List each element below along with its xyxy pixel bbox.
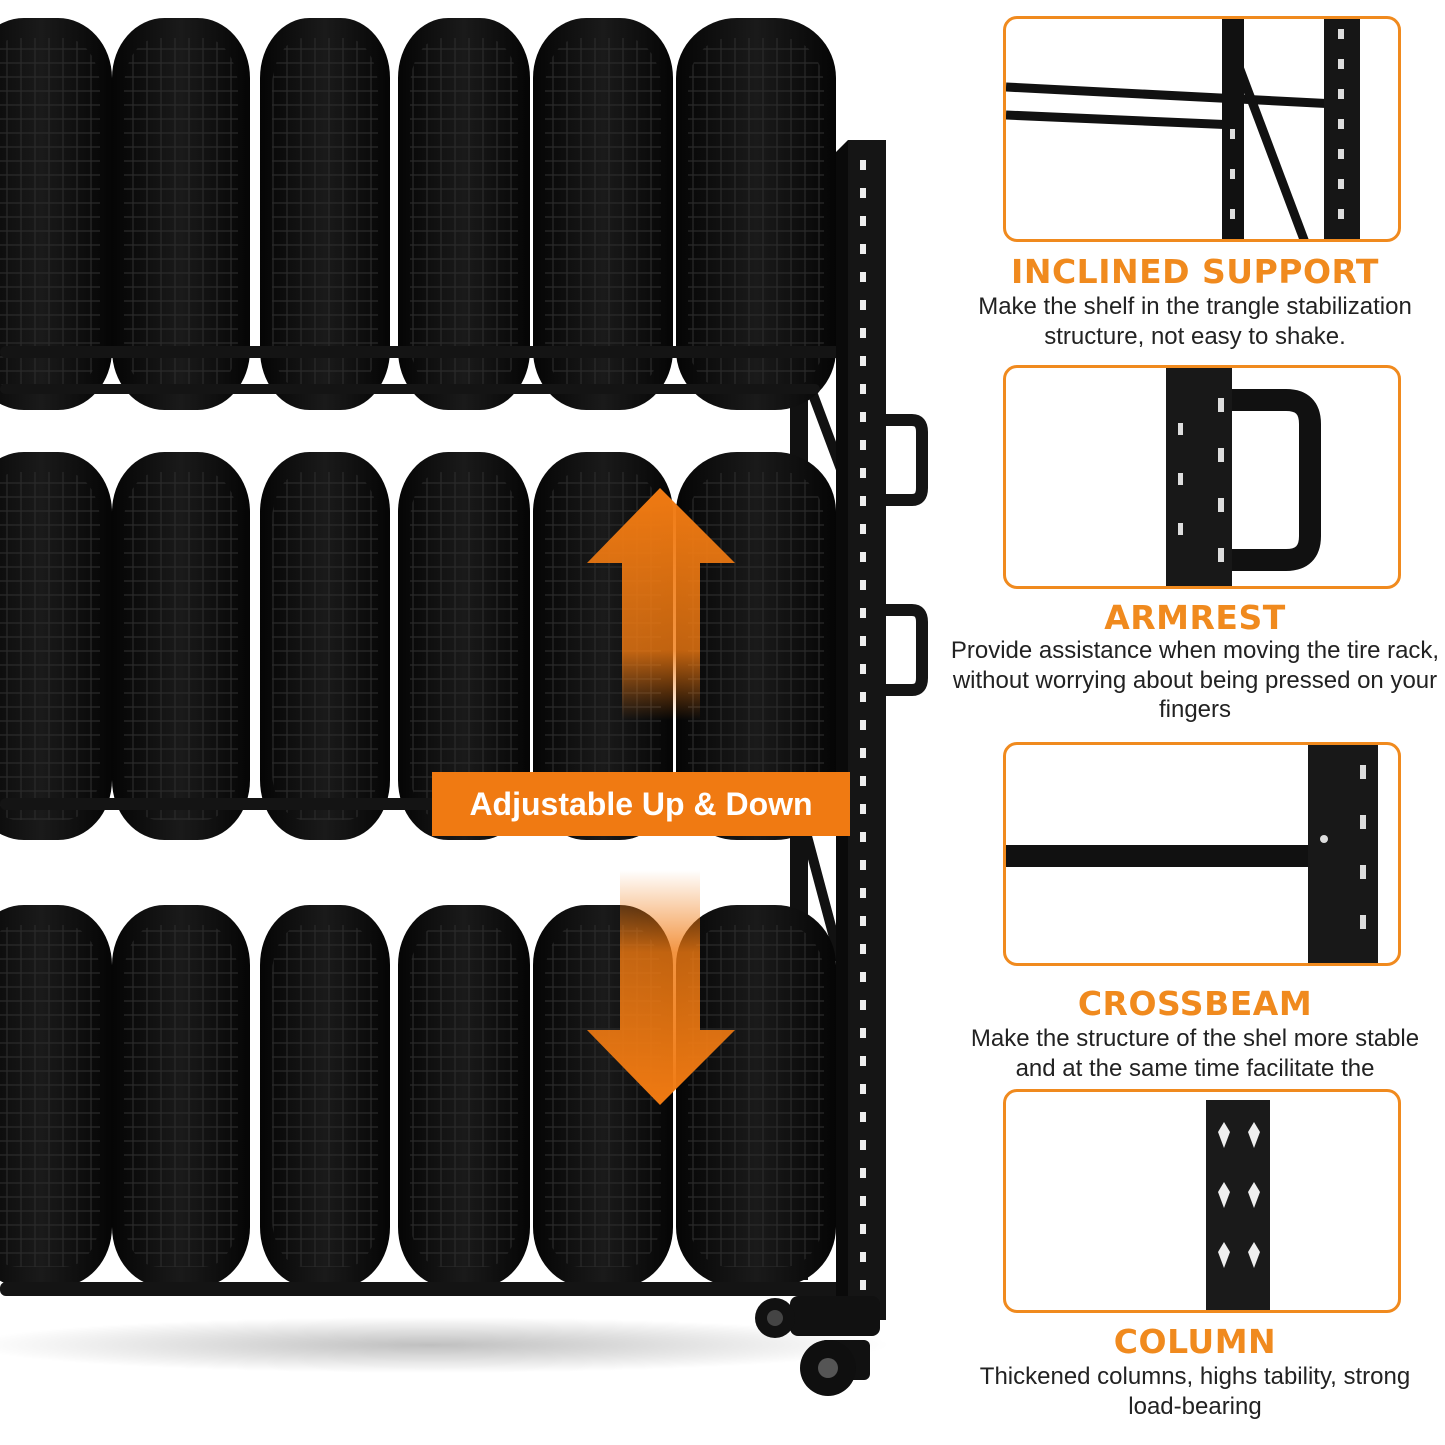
column-hole xyxy=(860,692,866,702)
tire-tread xyxy=(124,472,238,820)
column-image xyxy=(1003,1089,1401,1313)
column-hole xyxy=(860,160,866,170)
column-hole xyxy=(860,580,866,590)
column-hole xyxy=(860,776,866,786)
inclined-support-image xyxy=(1003,16,1401,242)
adjustable-badge-label: Adjustable Up & Down xyxy=(469,785,813,822)
column-hole xyxy=(860,216,866,226)
column-hole xyxy=(860,440,866,450)
column-hole xyxy=(860,664,866,674)
column-hole xyxy=(860,188,866,198)
tire-tread xyxy=(688,38,824,390)
crossbeam-title: CROSSBEAM xyxy=(1077,984,1313,1023)
tire-tread xyxy=(272,925,378,1267)
tire-tread xyxy=(410,472,518,820)
column-hole xyxy=(860,832,866,842)
column-hole xyxy=(860,1028,866,1038)
column-description: Thickened columns, highs tability, stron… xyxy=(979,1363,1411,1420)
column-hole xyxy=(860,1196,866,1206)
inclined-support-description: Make the shelf in the trangle stabilizat… xyxy=(978,293,1412,350)
tire-tread xyxy=(0,38,100,390)
column-hole xyxy=(860,972,866,982)
tire-tread xyxy=(124,38,238,390)
column-hole xyxy=(860,356,866,366)
tire-tread xyxy=(0,472,100,820)
armrest-handle-closeup-icon xyxy=(1166,368,1321,586)
column-hole xyxy=(860,720,866,730)
column-hole xyxy=(860,328,866,338)
column-hole xyxy=(860,412,866,422)
crossbeam-image xyxy=(1003,742,1401,966)
column-hole xyxy=(860,468,866,478)
tire-tread xyxy=(124,925,238,1267)
adjust-down-arrow xyxy=(587,870,735,1105)
column-hole xyxy=(860,384,866,394)
tire-tread xyxy=(410,925,518,1267)
tire-tread xyxy=(272,472,378,820)
column-hole xyxy=(860,1056,866,1066)
armrest-handles xyxy=(886,414,928,696)
tire-tread xyxy=(688,925,824,1267)
armrest-title: ARMREST xyxy=(1104,598,1286,637)
crossbeam-description: Make the structure of the shel more stab… xyxy=(970,1025,1420,1082)
column-hole xyxy=(860,916,866,926)
inclined-support-title: INCLINED SUPPORT xyxy=(1011,252,1379,291)
column-hole xyxy=(860,636,866,646)
column-hole xyxy=(860,1224,866,1234)
adjustable-badge: Adjustable Up & Down xyxy=(432,772,850,836)
crossbeam-closeup-icon xyxy=(1006,745,1378,963)
column-hole xyxy=(860,1000,866,1010)
armrest-description: Provide assistance when moving the tire … xyxy=(950,637,1440,723)
floor-shadow xyxy=(0,1317,890,1373)
column-hole xyxy=(860,1168,866,1178)
column-hole xyxy=(860,1280,866,1290)
adjust-up-arrow xyxy=(587,488,735,720)
column-hole xyxy=(860,608,866,618)
column-hole xyxy=(860,1084,866,1094)
column-hole xyxy=(860,860,866,870)
tire-tread xyxy=(410,38,518,390)
column-hole xyxy=(860,1252,866,1262)
column-hole xyxy=(860,244,866,254)
column-hole xyxy=(860,1112,866,1122)
inclined-support-closeup-icon xyxy=(1006,19,1360,239)
column-hole xyxy=(860,524,866,534)
column-hole xyxy=(860,944,866,954)
column-hole xyxy=(860,496,866,506)
armrest-image xyxy=(1003,365,1401,589)
column-hole xyxy=(860,804,866,814)
tire-tread xyxy=(545,38,661,390)
column-hole xyxy=(860,300,866,310)
tire-tread xyxy=(0,925,100,1267)
column-closeup-icon xyxy=(1206,1100,1270,1310)
column-hole xyxy=(860,552,866,562)
column-title: COLUMN xyxy=(1113,1322,1277,1361)
tire-tread xyxy=(688,472,824,820)
column-hole xyxy=(860,748,866,758)
tire-tread xyxy=(272,38,378,390)
column-hole xyxy=(860,888,866,898)
column-hole xyxy=(860,1140,866,1150)
front-column xyxy=(836,140,886,1320)
column-hole xyxy=(860,272,866,282)
caster-wheels xyxy=(755,1296,880,1396)
